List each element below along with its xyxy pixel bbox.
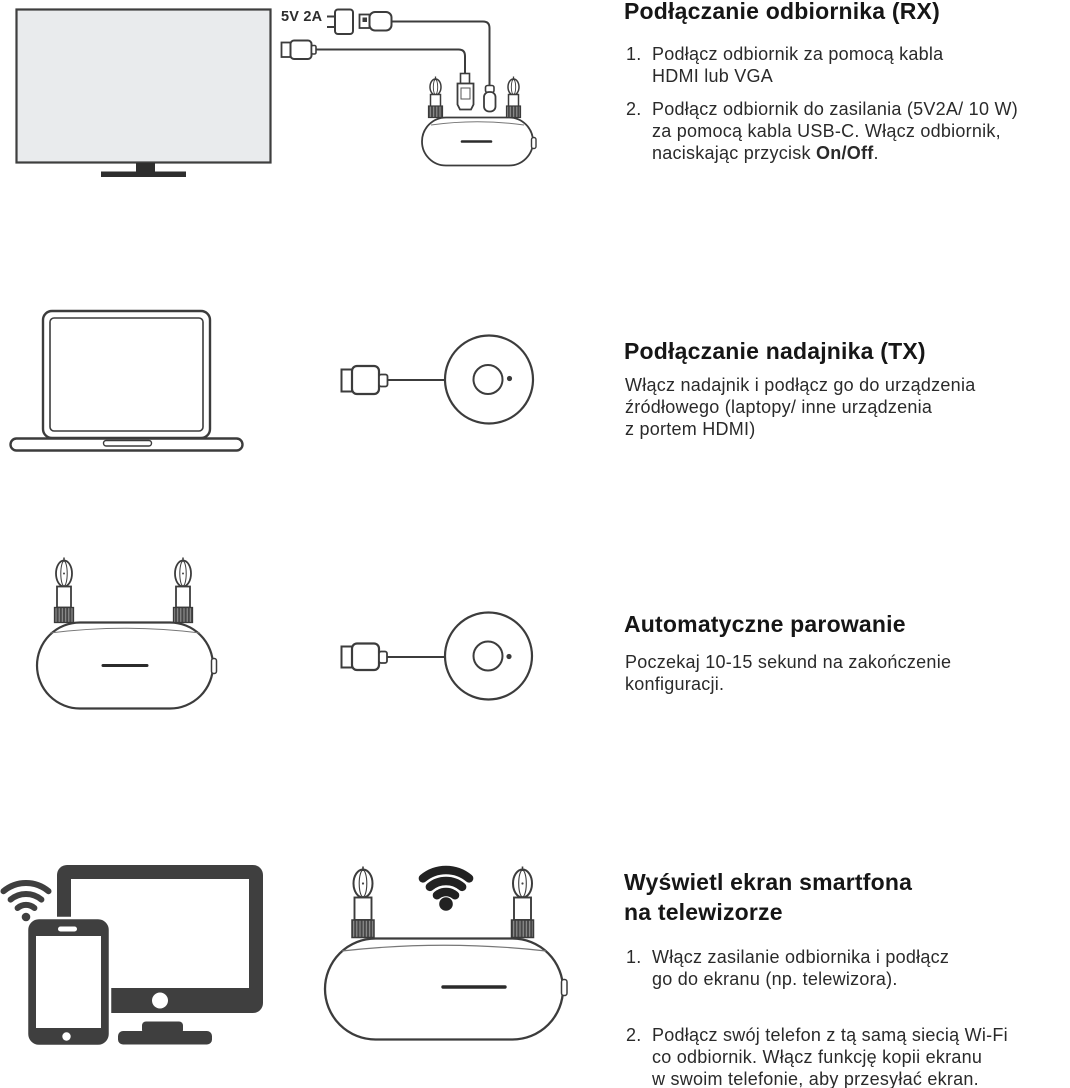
receiver-icon: [421, 76, 537, 167]
tx-connection-illustration: [9, 309, 535, 452]
section-paragraph: Włącz nadajnik i podłącz go do urządzeni…: [625, 375, 976, 439]
smartphone-icon: [25, 916, 112, 1048]
list-item: 1. Włącz zasilanie odbiornika i podłącz …: [626, 946, 949, 990]
tv-icon: [15, 8, 272, 177]
on-off-label: On/Off: [816, 143, 874, 163]
screen-mirroring-illustration: [0, 865, 568, 1048]
list-item-text: Podłącz odbiornik do zasilania (5V2A/ 10…: [652, 99, 1018, 163]
rx-connection-illustration: [15, 8, 537, 177]
list-item-text: Włącz zasilanie odbiornika i podłącz go …: [652, 947, 950, 989]
receiver-icon: [323, 866, 568, 1041]
section-title-rx: Podłączanie odbiornika (RX): [624, 0, 940, 24]
list-item: 1. Podłącz odbiornik za pomocą kabla HDM…: [626, 43, 943, 87]
hdmi-plug-icon: [340, 642, 388, 672]
section-title-tx: Podłączanie nadajnika (TX): [624, 338, 926, 364]
antenna-icon: [505, 76, 522, 119]
transmitter-icon: [340, 334, 535, 425]
list-item-number: 2.: [626, 1025, 642, 1045]
antenna-icon: [510, 866, 535, 939]
list-item-number: 2.: [626, 99, 642, 119]
list-item: 2. Podłącz swój telefon z tą samą siecią…: [626, 1024, 1008, 1088]
laptop-icon: [9, 309, 244, 452]
power-adapter-icon: [327, 8, 354, 35]
hdmi-plug-icon: [340, 364, 389, 396]
list-item-text: Podłącz odbiornik za pomocą kabla HDMI l…: [652, 44, 944, 86]
list-item-text: Podłącz swój telefon z tą samą siecią Wi…: [652, 1025, 1008, 1088]
pairing-illustration: [35, 557, 534, 710]
hdmi-cable-icon: [280, 39, 475, 111]
receiver-icon: [35, 557, 218, 710]
wifi-devices-icon: [0, 880, 52, 922]
list-item: 2. Podłącz odbiornik do zasilania (5V2A/…: [626, 98, 1018, 164]
antenna-icon: [172, 557, 194, 624]
list-item-number: 1.: [626, 44, 642, 64]
list-item-number: 1.: [626, 947, 642, 967]
section-title-mirroring: Wyświetl ekran smartfona na telewizorze: [624, 869, 913, 925]
usb-power-cable-icon: [358, 11, 497, 113]
antenna-icon: [351, 866, 375, 939]
wifi-receiver-icon: [418, 865, 474, 911]
antenna-icon: [53, 557, 75, 624]
section-title-pairing: Automatyczne parowanie: [624, 611, 906, 637]
transmitter-icon: [340, 611, 534, 701]
power-spec-label: 5V 2A: [281, 9, 323, 25]
section-paragraph: Poczekaj 10-15 sekund na zakończenie kon…: [625, 652, 952, 694]
antenna-icon: [427, 76, 444, 119]
